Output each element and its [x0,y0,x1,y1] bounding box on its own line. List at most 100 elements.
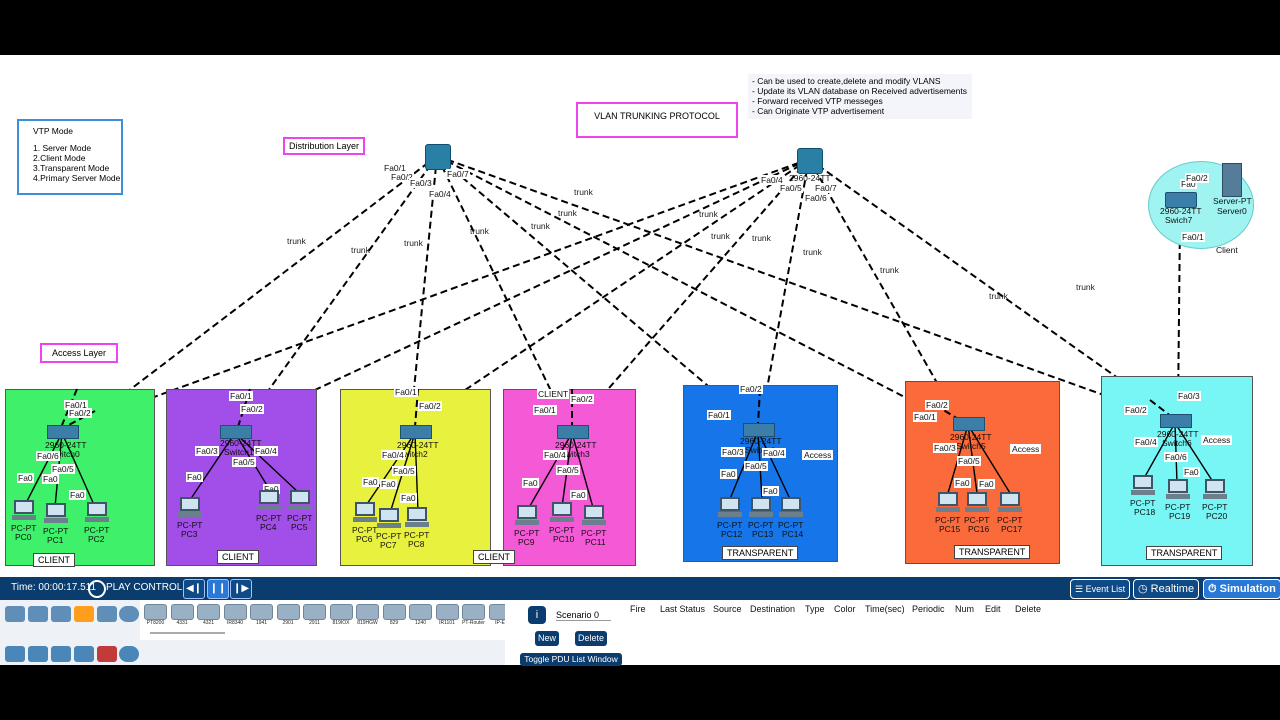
column-header-color[interactable]: Color [834,604,856,614]
device-model-item[interactable]: 1941 [250,604,273,632]
trunk-label: trunk [1076,282,1095,292]
hubs-icon[interactable] [51,646,71,662]
device-model-item[interactable]: 829 [382,604,406,632]
column-header-delete[interactable]: Delete [1015,604,1042,614]
pc-icon[interactable] [405,507,429,529]
vtp-mode-note[interactable]: VTP Mode 1. Server Mode 2.Client Mode 3.… [17,119,123,195]
column-header-num[interactable]: Num [955,604,975,614]
model-scrollbar[interactable] [150,632,225,634]
pc-icon[interactable] [998,492,1022,514]
simulation-button[interactable]: ⏱ Simulation [1203,579,1280,599]
device-model-item[interactable]: 4321 [197,604,220,632]
switch-model-label: 2960-24TT [555,440,597,450]
scenario-select[interactable]: Scenario 0 [556,610,612,621]
topology-workspace[interactable]: VTP Mode 1. Server Mode 2.Client Mode 3.… [0,55,1280,577]
device-model-item[interactable]: 819HGW [356,604,379,632]
new-scenario-button[interactable]: New [535,631,559,646]
column-header-destination[interactable]: Destination [750,604,796,614]
step-forward-button[interactable]: ❙▶ [230,579,252,599]
switch-icon[interactable] [400,425,432,439]
column-header-source[interactable]: Source [713,604,742,614]
pc-icon[interactable] [178,497,202,519]
column-header-periodic[interactable]: Periodic [912,604,945,614]
device-model-label: IR1101 [439,620,455,626]
column-header-last-status[interactable]: Last Status [660,604,706,614]
end-devices-icon[interactable] [28,606,48,622]
port-label: Fa0 [400,493,417,503]
access-layer-label[interactable]: Access Layer [40,343,119,363]
realtime-button[interactable]: ◷ Realtime [1133,579,1200,599]
switch-icon[interactable] [1160,414,1192,428]
components-icon[interactable] [51,606,71,622]
pc-icon[interactable] [965,492,989,514]
pc-icon[interactable] [377,508,401,530]
multilayer-switch-icon[interactable] [425,144,451,170]
distribution-layer-label[interactable]: Distribution Layer [283,137,366,155]
pc-icon[interactable] [12,500,36,522]
network-devices-icon[interactable] [5,606,25,622]
pc-icon[interactable] [718,497,742,519]
column-header-edit[interactable]: Edit [985,604,1001,614]
pc-icon[interactable] [1166,479,1190,501]
switch-icon[interactable] [953,417,985,431]
pc-icon[interactable] [288,490,312,512]
device-model-label: 1240 [414,620,427,626]
delete-scenario-button[interactable]: Delete [575,631,607,646]
switch-name-label: Switch5 [956,441,986,451]
device-model-item[interactable]: IP-E [488,604,505,632]
pc-icon[interactable] [1203,479,1227,501]
misc-icon[interactable] [97,606,117,622]
pc-icon[interactable] [257,490,281,512]
access-zone-3[interactable] [503,389,636,566]
pc-icon[interactable] [353,502,377,524]
column-header-time[interactable]: Time(sec) [865,604,905,614]
pause-button[interactable]: ❙❙ [207,579,229,599]
access-zone-5[interactable] [905,381,1060,564]
device-model-item[interactable]: 4331 [170,604,194,632]
multilayer-switch-icon[interactable] [797,148,823,174]
device-model-item[interactable]: PT-Router [462,604,485,632]
device-model-item[interactable]: 2911 [303,604,326,632]
server-icon[interactable] [1222,163,1242,197]
pc-icon[interactable] [582,505,606,527]
vtp-notes[interactable]: - Can be used to create,delete and modif… [748,74,972,119]
pc-icon[interactable] [44,503,68,525]
switch-icon[interactable] [743,423,775,437]
pc-icon[interactable] [85,502,109,524]
multiuser-icon[interactable] [119,606,139,622]
wan-emulation-icon[interactable] [119,646,139,662]
switch-icon[interactable] [1165,192,1197,208]
pc-icon[interactable] [936,492,960,514]
vtp-title-label[interactable]: VLAN TRUNKING PROTOCOL [576,102,738,138]
toggle-pdu-list-button[interactable]: Toggle PDU List Window [520,653,622,666]
access-label: Access [1010,444,1042,454]
event-list-button[interactable]: ☰ Event List [1070,579,1131,599]
port-label: Fa0/2 [1185,173,1209,183]
wireless-icon[interactable] [74,646,94,662]
column-header-fire[interactable]: Fire [630,604,646,614]
info-icon[interactable]: i [528,606,546,624]
device-model-item[interactable]: 819IOX [329,604,353,632]
connections-icon[interactable] [74,606,94,622]
switch-icon[interactable] [47,425,79,439]
device-model-item[interactable]: IR8340 [223,604,247,632]
step-back-button[interactable]: ◀❙ [183,579,205,599]
pc-icon[interactable] [779,497,803,519]
switch-icon[interactable] [557,425,589,439]
device-model-item[interactable]: 2901 [276,604,300,632]
pc-icon[interactable] [515,505,539,527]
device-model-item[interactable]: 1240 [409,604,432,632]
switch-icon[interactable] [220,425,252,439]
column-header-type[interactable]: Type [805,604,825,614]
pc-icon[interactable] [1131,475,1155,497]
device-model-item[interactable]: PT8200 [144,604,167,632]
pc-icon[interactable] [550,502,574,524]
reset-timer-icon[interactable] [88,580,106,598]
pc-icon[interactable] [749,497,773,519]
sim-time: Time: 00:00:17.511 [11,582,97,593]
routers-icon[interactable] [5,646,25,662]
port-label: Fa0/1 [533,405,557,415]
device-model-item[interactable]: IR1101 [435,604,459,632]
switches-icon[interactable] [28,646,48,662]
security-icon[interactable] [97,646,117,662]
